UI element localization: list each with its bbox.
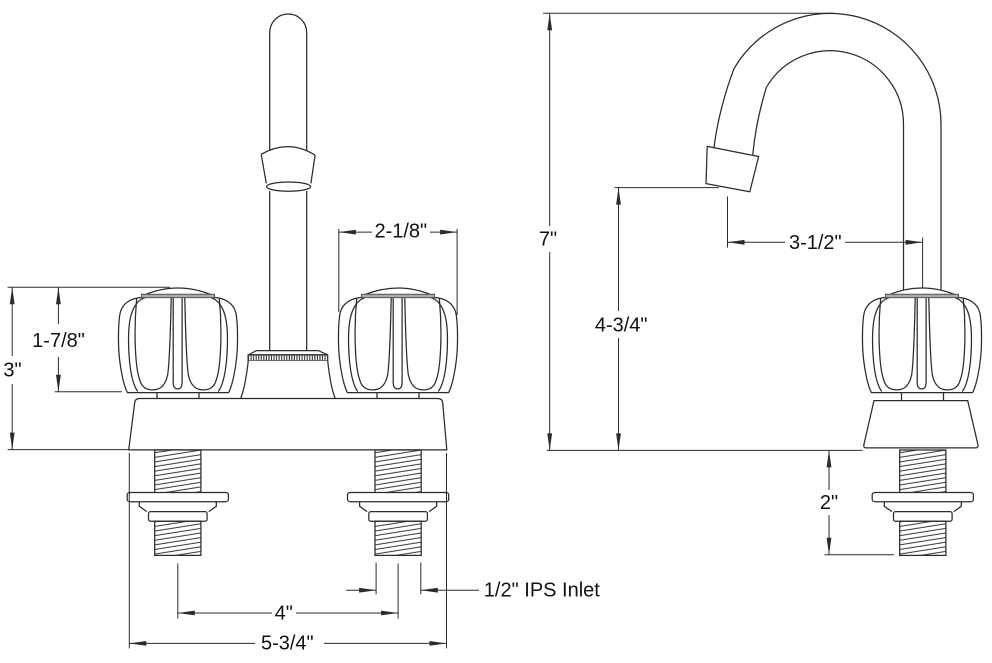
- svg-text:2": 2": [820, 492, 838, 514]
- svg-text:4-3/4": 4-3/4": [595, 314, 648, 336]
- svg-text:5-3/4": 5-3/4": [261, 633, 314, 655]
- svg-text:1-7/8": 1-7/8": [32, 330, 85, 352]
- svg-text:3-1/2": 3-1/2": [789, 232, 842, 254]
- svg-text:7": 7": [539, 229, 557, 251]
- svg-text:3": 3": [3, 360, 21, 382]
- svg-text:2-1/8": 2-1/8": [374, 220, 427, 242]
- svg-text:4": 4": [275, 602, 293, 624]
- svg-text:1/2" IPS Inlet: 1/2" IPS Inlet: [484, 579, 600, 601]
